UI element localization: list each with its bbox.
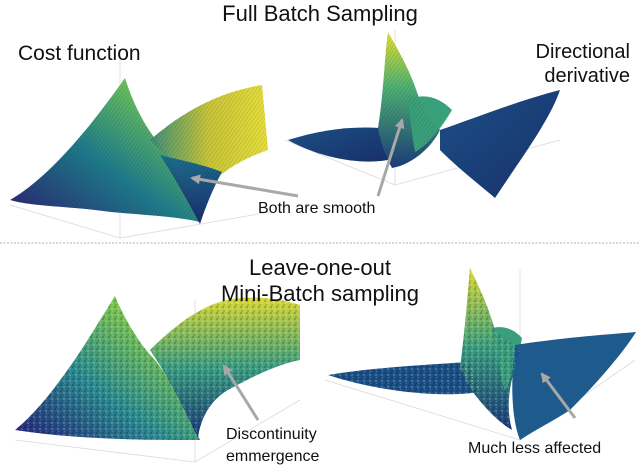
noisy-directional-surface: [328, 268, 636, 440]
label-cost-function: Cost function: [18, 42, 141, 65]
arrow-to-discontinuity: [222, 364, 260, 421]
label-discontinuity-emergence: Discontinuity emmergence: [226, 424, 319, 467]
title-bottom-line1: Leave-one-out: [249, 255, 391, 280]
label-directional-derivative: Directional derivative: [536, 40, 630, 88]
directional-derivative-surface: [288, 32, 560, 198]
title-leave-one-out: Leave-one-out Mini-Batch sampling: [0, 255, 640, 308]
cost-function-surface: [10, 78, 268, 224]
arrow-to-cost-function: [190, 174, 299, 198]
arrow-to-directional-derivative: [376, 118, 405, 197]
label-much-less-affected: Much less affected: [468, 440, 602, 457]
label-discontinuity-line1: Discontinuity: [226, 426, 317, 443]
arrow-to-less-affected: [540, 372, 577, 419]
label-discontinuity-line2: emmergence: [226, 447, 320, 465]
annotation-arrows: [190, 118, 577, 421]
label-both-smooth: Both are smooth: [258, 200, 376, 217]
label-directional-line1: Directional: [535, 41, 630, 63]
title-full-batch-sampling: Full Batch Sampling: [222, 1, 418, 26]
title-bottom-line2: Mini-Batch sampling: [220, 281, 420, 307]
label-directional-line2: derivative: [544, 65, 630, 87]
